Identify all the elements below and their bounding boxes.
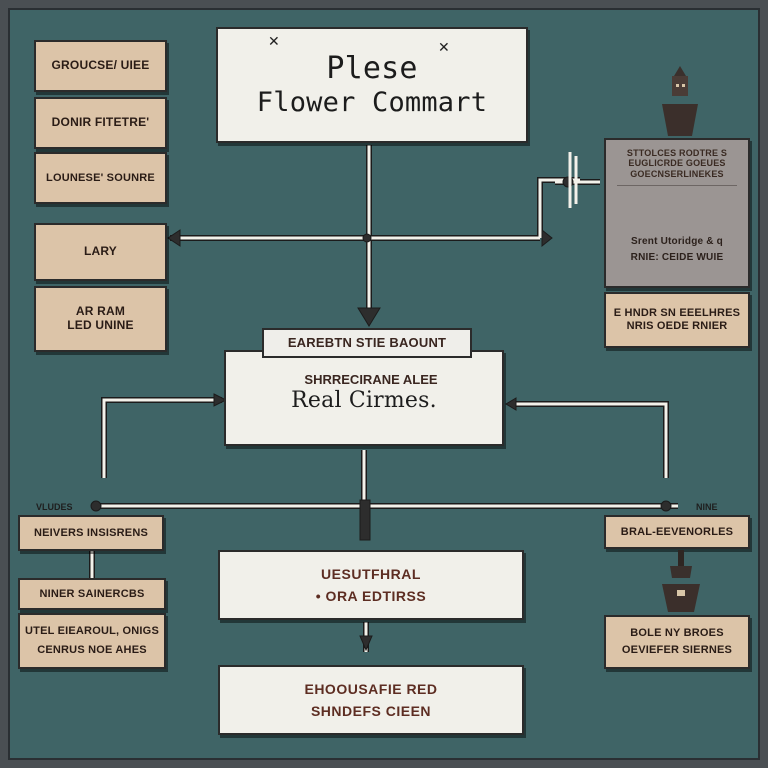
left-lower-node-1: NEIVERS INSISRENS	[18, 515, 164, 551]
left-node-2: DONIR FITETRE'	[34, 97, 167, 149]
right-info-panel: STTOLCES RODTRE S EUGLICRDE GOEUES GOECN…	[604, 138, 750, 288]
center-lower-node-2-line-1: EHOOUSAFIE RED	[304, 680, 438, 697]
title-line-1: Plese	[326, 51, 418, 87]
figure-icon	[656, 66, 704, 138]
right-lower-node-2-line-2: OEVIEFER SIERNES	[621, 644, 733, 656]
left-lower-node-3-line-2: CENRUS NOE AHES	[37, 644, 147, 656]
right-panel-line-2: EUGLICRDE GOEUES	[628, 158, 726, 169]
right-panel-line-4: Srent Utoridge & q	[631, 236, 723, 248]
right-lower-line-2: NRIS OEDE RNIER	[626, 320, 728, 332]
main-node-line-3: Real Cirmes.	[291, 388, 437, 414]
left-lower-node-3-line-1: UTEL EIEAROUL, ONIGS	[25, 625, 159, 638]
divider	[617, 185, 737, 187]
center-lower-node-1-line-2: • ORA EDTIRSS	[315, 588, 427, 604]
main-node-line-2: SHRRECIRANE ALEE	[304, 372, 438, 387]
left-node-3: LOUNESE' SOUNRE	[34, 152, 167, 204]
center-lower-node-1: UESUTFHRAL • ORA EDTIRSS	[218, 550, 524, 620]
bird-icon: ✕	[268, 34, 280, 50]
bird-icon: ✕	[438, 40, 450, 56]
title-line-2: Flower Commart	[256, 86, 488, 118]
figure-icon	[656, 550, 706, 614]
right-side-label: NINE	[696, 502, 718, 512]
left-side-label: VLUDES	[36, 502, 73, 512]
title-box: Plese Flower Commart	[216, 27, 528, 143]
center-lower-node-2: EHOOUSAFIE RED SHNDEFS CIEEN	[218, 665, 524, 735]
right-panel-line-1: STTOLCES RODTRE S	[626, 148, 728, 158]
right-panel-line-3: GOECNSERLINEKES	[630, 168, 724, 179]
left-node-1: GROUCSE/ UIEE	[34, 40, 167, 92]
right-lower-node-2: BOLE NY BROES OEVIEFER SIERNES	[604, 615, 750, 669]
right-lower-panel: E HNDR SN EEELHRES NRIS OEDE RNIER	[604, 292, 750, 348]
arrow-right-icon	[541, 228, 553, 248]
left-node-5: AR RAM LED UNINE	[34, 286, 167, 352]
main-node-line-1: EAREBTN STIE BAOUNT	[287, 334, 447, 350]
right-lower-node-2-line-1: BOLE NY BROES	[630, 627, 724, 640]
main-node: Real Cirmes.	[224, 350, 504, 446]
main-node-header: EAREBTN STIE BAOUNT	[262, 328, 472, 358]
left-node-4: LARY	[34, 223, 167, 281]
arrow-down-icon	[359, 635, 373, 652]
right-lower-line-1: E HNDR SN EEELHRES	[613, 307, 741, 320]
center-lower-node-1-line-1: UESUTFHRAL	[321, 565, 421, 582]
arrow-left-icon	[167, 229, 181, 247]
left-lower-node-2: NINER SAINERCBS	[18, 578, 166, 610]
right-lower-node-1: BRAL-EEVENORLES	[604, 515, 750, 549]
center-lower-node-2-line-2: SHNDEFS CIEEN	[310, 703, 432, 719]
right-panel-line-5: RNIE: CEIDE WUIE	[630, 251, 724, 263]
left-lower-node-3: UTEL EIEAROUL, ONIGS CENRUS NOE AHES	[18, 613, 166, 669]
arrow-down-icon	[357, 307, 381, 327]
